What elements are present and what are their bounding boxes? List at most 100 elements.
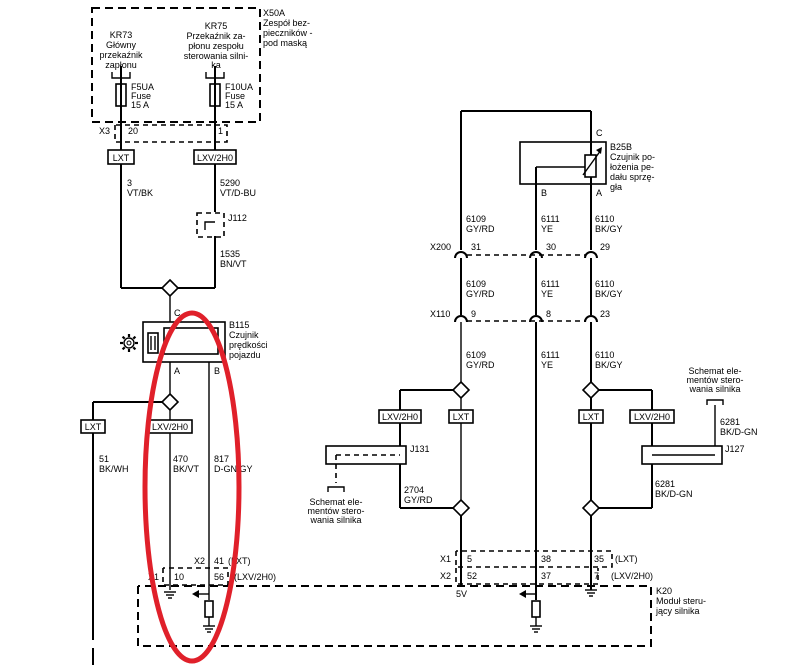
wire-817-color: D-GN/GY bbox=[214, 464, 253, 474]
wire-6109-color-2: GY/RD bbox=[466, 289, 495, 299]
fuse-f10ua-type: Fuse bbox=[225, 91, 245, 101]
wire-51-number: 51 bbox=[99, 454, 109, 464]
schematic-ref-line2: mentów stero- bbox=[686, 375, 743, 385]
pullup-arrow-icon bbox=[192, 590, 209, 598]
highlight-ellipse bbox=[142, 310, 242, 664]
sensor-b25b-pin-a: A bbox=[596, 188, 602, 198]
sensor-b115-id: B115 bbox=[229, 320, 249, 330]
option-tag-lxt bbox=[80, 419, 106, 434]
fuse-f5ua-id: F5UA bbox=[131, 82, 154, 92]
wire-6111-number-2: 6111 bbox=[541, 279, 560, 289]
wire-6109-number-2: 6109 bbox=[466, 279, 486, 289]
fuse-block-id: X50A bbox=[263, 8, 285, 18]
ground-icon bbox=[585, 589, 597, 597]
relay-kr75-line1: Przekaźnik za- bbox=[186, 31, 245, 41]
schematic-ref-line1: Schemat ele- bbox=[688, 366, 741, 376]
ecm-r-x1-pin5: 5 bbox=[467, 554, 472, 564]
wire-6109-number-3: 6109 bbox=[466, 350, 486, 360]
ecm-r-x1-pin38: 38 bbox=[541, 554, 551, 564]
wire-6110-color: BK/GY bbox=[595, 224, 623, 234]
wire-6111-color-2: YE bbox=[541, 289, 553, 299]
wire-6109-color: GY/RD bbox=[466, 224, 495, 234]
sensor-b25b-line2: łożenia pe- bbox=[610, 162, 654, 172]
connector-x200-label: X200 bbox=[430, 242, 451, 252]
sensor-b115: C B115 Czujnik prędkości pojazdu A B bbox=[120, 308, 268, 376]
splice-node bbox=[160, 278, 180, 298]
wire-51-color: BK/WH bbox=[99, 464, 129, 474]
wire-2704-color: GY/RD bbox=[404, 495, 433, 505]
ecm-r-x2-pin52: 52 bbox=[467, 571, 477, 581]
sensor-b25b: C B25B Czujnik po- łożenia pe- dału sprz… bbox=[461, 110, 655, 198]
option-tag-lxt bbox=[448, 409, 474, 424]
splice-node bbox=[581, 498, 601, 518]
wire-2704-number: 2704 bbox=[404, 485, 424, 495]
schematic-ref-icon bbox=[706, 399, 724, 405]
splice-j127-label: J127 bbox=[725, 444, 745, 454]
ecm-r-x2-pin7: 7 bbox=[594, 571, 599, 581]
fuse-block-name-3: pod maską bbox=[263, 38, 307, 48]
splice-node bbox=[160, 392, 180, 412]
ecm-r-x1-pin35: 35 bbox=[594, 554, 604, 564]
ecm-r-x2-option: (LXV/2H0) bbox=[611, 571, 653, 581]
fuse-f5ua-type: Fuse bbox=[131, 91, 151, 101]
ground-icon bbox=[203, 625, 215, 633]
ecm-r-x1-label: X1 bbox=[440, 554, 451, 564]
relay-kr75-line2: płonu zespołu bbox=[188, 41, 244, 51]
ecm-x1-option: (LXV/2H0) bbox=[234, 572, 276, 582]
connector-x110-pin23: 23 bbox=[600, 309, 610, 319]
option-tag-lxv-label: LXV/2H0 bbox=[197, 153, 233, 163]
wire-1535-color: BN/VT bbox=[220, 259, 247, 269]
wire-6111-number: 6111 bbox=[541, 214, 560, 224]
sensor-b115-line3: pojazdu bbox=[229, 350, 261, 360]
option-tag-lxt-label: LXT bbox=[113, 153, 130, 163]
fuse-f10ua-rating: 15 A bbox=[225, 100, 243, 110]
sensor-b25b-line3: dału sprzę- bbox=[610, 172, 655, 182]
arrow-icon bbox=[596, 147, 602, 154]
sensor-b115-pin-b: B bbox=[214, 366, 220, 376]
option-tag-lxt-label: LXT bbox=[453, 412, 470, 422]
connector-x200-pin31: 31 bbox=[471, 242, 481, 252]
relay-kr75-line3: sterowania silni- bbox=[184, 51, 249, 61]
option-tag-lxv bbox=[629, 409, 675, 424]
option-tag-lxv bbox=[378, 409, 422, 424]
splice-node bbox=[451, 498, 471, 518]
sensor-b115-line2: prędkości bbox=[229, 340, 268, 350]
schematic-ref-line2: mentów stero- bbox=[307, 506, 364, 516]
wire-470-number: 470 bbox=[173, 454, 188, 464]
connector-x3-pin1: 1 bbox=[218, 126, 223, 136]
ecm-r-x2-pin37: 37 bbox=[541, 571, 551, 581]
sensor-b115-line1: Czujnik bbox=[229, 330, 259, 340]
wire-6110-color-2: BK/GY bbox=[595, 289, 623, 299]
wire-6109-color-3: GY/RD bbox=[466, 360, 495, 370]
fuse-f5ua-rating: 15 A bbox=[131, 100, 149, 110]
option-tag-lxt bbox=[107, 149, 135, 165]
wire-6281-color-2: BK/D-GN bbox=[655, 489, 693, 499]
ecm-r-x2-label: X2 bbox=[440, 571, 451, 581]
splice-node bbox=[451, 380, 471, 400]
connector-x3 bbox=[114, 124, 228, 143]
wire-6111-color-3: YE bbox=[541, 360, 553, 370]
ecm-r-x1-option: (LXT) bbox=[615, 554, 638, 564]
option-tag-lxt-label: LXT bbox=[85, 422, 102, 432]
splice-j112 bbox=[196, 212, 225, 238]
option-tag-lxv-label: LXV/2H0 bbox=[634, 412, 670, 422]
ecm-module-id: K20 bbox=[656, 586, 672, 596]
pullup-arrow-icon bbox=[519, 590, 536, 598]
wire-6281-number: 6281 bbox=[720, 417, 740, 427]
wire-6111-number-3: 6111 bbox=[541, 350, 560, 360]
wire-6111-color: YE bbox=[541, 224, 553, 234]
fuse-f10ua-id: F10UA bbox=[225, 82, 253, 92]
connector-x110-pin9: 9 bbox=[471, 309, 476, 319]
wire-3-number: 3 bbox=[127, 178, 132, 188]
relay-kr73-line1: Główny bbox=[106, 40, 137, 50]
ecm-x1-pin56: 56 bbox=[214, 572, 224, 582]
connector-x110-label: X110 bbox=[430, 309, 450, 319]
ecm-5v-label: 5V bbox=[456, 589, 467, 599]
option-tag-lxv bbox=[193, 149, 237, 165]
wire-817-number: 817 bbox=[214, 454, 229, 464]
connector-x200-pin29: 29 bbox=[600, 242, 610, 252]
wire-6110-number: 6110 bbox=[595, 214, 614, 224]
ecm-x2-pin: 41 bbox=[214, 556, 224, 566]
schematic-ref-line3: wania silnika bbox=[309, 515, 361, 525]
ecm-module-k20 bbox=[137, 585, 652, 647]
